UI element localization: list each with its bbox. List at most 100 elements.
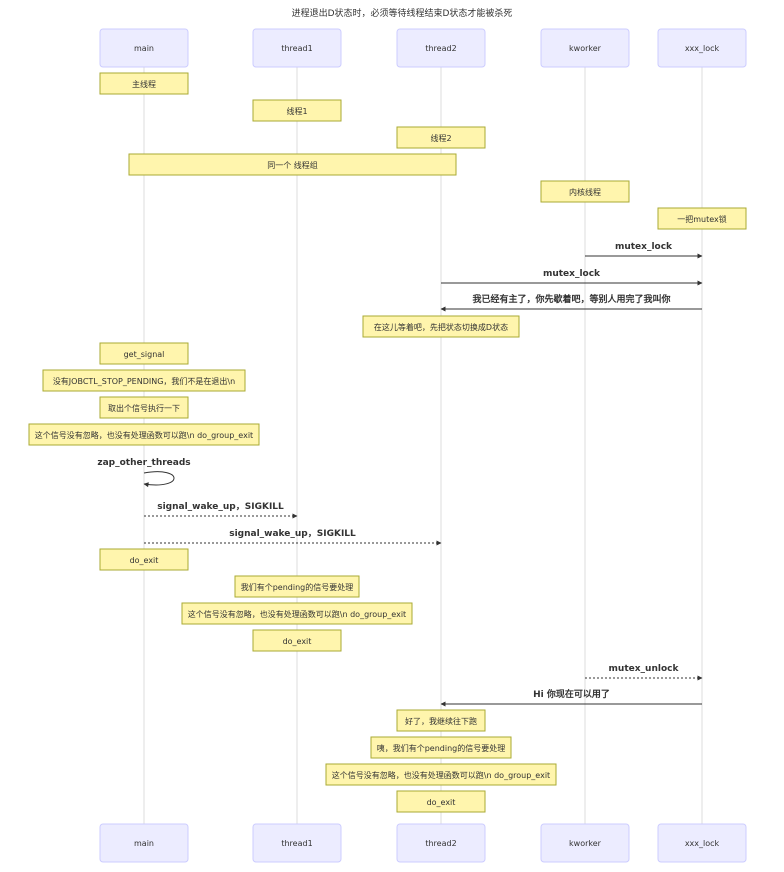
note-text: 线程2	[430, 133, 451, 143]
actor-box	[396, 28, 486, 68]
note-box	[657, 207, 747, 230]
actor-label: xxx_lock	[685, 44, 720, 53]
actor-thread2-bottom: thread2	[396, 823, 486, 863]
actor-label: thread2	[425, 839, 456, 848]
message: zap_other_threads	[97, 458, 191, 488]
actor-label: thread1	[281, 839, 312, 848]
note-box	[181, 602, 413, 625]
actor-label: kworker	[569, 839, 602, 848]
message-label: mutex_unlock	[609, 664, 680, 674]
note-text: 这个信号没有忽略，也没有处理函数可以跑\n do_group_exit	[188, 609, 406, 619]
actor-main-bottom: main	[99, 823, 189, 863]
actor-xxx_lock-bottom: xxx_lock	[657, 823, 747, 863]
message: mutex_lock	[585, 242, 703, 259]
note-box	[540, 180, 630, 203]
note: do_exit	[252, 629, 342, 652]
note-text: 同一个 线程组	[267, 160, 318, 170]
actor-label: kworker	[569, 44, 602, 53]
actor-label: main	[134, 44, 154, 53]
actor-thread1-bottom: thread1	[252, 823, 342, 863]
note: 我们有个pending的信号要处理	[234, 575, 360, 598]
message-label: 我已经有主了，你先歇着吧，等别人用完了我叫你	[472, 293, 670, 305]
note-box	[396, 709, 486, 732]
actor-label: thread2	[425, 44, 456, 53]
note-box	[252, 99, 342, 122]
note-text: 没有JOBCTL_STOP_PENDING，我们不是在退出\n	[53, 376, 235, 386]
note-box	[370, 736, 512, 759]
note-text: 取出个信号执行一下	[108, 403, 180, 413]
note-box	[99, 548, 189, 571]
note: 线程1	[252, 99, 342, 122]
note: 这个信号没有忽略，也没有处理函数可以跑\n do_group_exit	[181, 602, 413, 625]
message-label: mutex_lock	[543, 269, 601, 279]
actor-xxx_lock-top: xxx_lock	[657, 28, 747, 68]
actor-box	[99, 28, 189, 68]
note-text: 内核线程	[569, 187, 601, 197]
actor-label: xxx_lock	[685, 839, 720, 848]
note: 一把mutex锁	[657, 207, 747, 230]
self-message-arrow	[143, 471, 175, 488]
message: Hi 你现在可以用了	[440, 688, 702, 707]
message-label: signal_wake_up，SIGKILL	[157, 502, 284, 512]
note-text: do_exit	[427, 798, 456, 807]
note-text: do_exit	[130, 556, 159, 565]
actor-box	[99, 823, 189, 863]
note: do_exit	[396, 790, 486, 813]
actor-box	[252, 823, 342, 863]
note: 这个信号没有忽略，也没有处理函数可以跑\n do_group_exit	[325, 763, 557, 786]
note-box	[99, 72, 189, 95]
note: 取出个信号执行一下	[99, 396, 189, 419]
actor-kworker-bottom: kworker	[540, 823, 630, 863]
note-text: 这个信号没有忽略，也没有处理函数可以跑\n do_group_exit	[332, 770, 550, 780]
message: 我已经有主了，你先歇着吧，等别人用完了我叫你	[440, 293, 702, 312]
note: 内核线程	[540, 180, 630, 203]
actor-label: thread1	[281, 44, 312, 53]
note: 线程2	[396, 126, 486, 149]
note-box	[252, 629, 342, 652]
note-box	[396, 126, 486, 149]
message-label: Hi 你现在可以用了	[533, 688, 610, 700]
note-text: get_signal	[124, 350, 165, 359]
actor-box	[540, 823, 630, 863]
actor-thread1-top: thread1	[252, 28, 342, 68]
note-text: 主线程	[132, 79, 156, 89]
message-label: signal_wake_up，SIGKILL	[229, 529, 356, 539]
actor-box	[657, 823, 747, 863]
note: get_signal	[99, 342, 189, 365]
note-text: 咦，我们有个pending的信号要处理	[377, 743, 506, 753]
note-text: do_exit	[283, 637, 312, 646]
note-text: 这个信号没有忽略，也没有处理函数可以跑\n do_group_exit	[35, 430, 253, 440]
message: signal_wake_up，SIGKILL	[144, 502, 298, 519]
note: 没有JOBCTL_STOP_PENDING，我们不是在退出\n	[42, 369, 246, 392]
note-text: 线程1	[286, 106, 307, 116]
actor-box	[540, 28, 630, 68]
diagram-title: 进程退出D状态时，必须等待线程结束D状态才能被杀死	[291, 9, 513, 19]
actor-label: main	[134, 839, 154, 848]
note: 咦，我们有个pending的信号要处理	[370, 736, 512, 759]
actor-box	[252, 28, 342, 68]
note-box	[42, 369, 246, 392]
note-text: 我们有个pending的信号要处理	[241, 582, 354, 592]
actor-kworker-top: kworker	[540, 28, 630, 68]
note-box	[396, 790, 486, 813]
note: do_exit	[99, 548, 189, 571]
note-box	[128, 153, 457, 176]
message-label: zap_other_threads	[97, 458, 190, 468]
note-box	[325, 763, 557, 786]
note-text: 好了，我继续往下跑	[405, 716, 477, 726]
note: 这个信号没有忽略，也没有处理函数可以跑\n do_group_exit	[28, 423, 260, 446]
note: 好了，我继续往下跑	[396, 709, 486, 732]
note: 同一个 线程组	[128, 153, 457, 176]
note: 主线程	[99, 72, 189, 95]
note-box	[99, 342, 189, 365]
actor-thread2-top: thread2	[396, 28, 486, 68]
message: mutex_unlock	[585, 664, 703, 681]
actor-box	[396, 823, 486, 863]
note-box	[234, 575, 360, 598]
message: signal_wake_up，SIGKILL	[144, 529, 442, 546]
message: mutex_lock	[441, 269, 703, 286]
note: 在这儿等着吧，先把状态切换成D状态	[362, 315, 520, 338]
actor-box	[657, 28, 747, 68]
message-label: mutex_lock	[615, 242, 673, 252]
